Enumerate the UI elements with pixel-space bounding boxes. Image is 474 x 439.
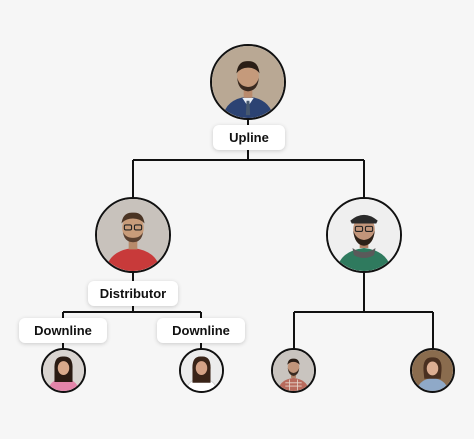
distributor-avatar bbox=[95, 197, 171, 273]
downline-label-left: Downline bbox=[19, 318, 107, 343]
distributor-label: Distributor bbox=[88, 281, 178, 306]
downline-avatar-3 bbox=[271, 348, 316, 393]
downline-label-right: Downline bbox=[157, 318, 245, 343]
upline-label: Upline bbox=[213, 125, 285, 150]
upline-avatar bbox=[210, 44, 286, 120]
downline-avatar-4 bbox=[410, 348, 455, 393]
right-branch-avatar bbox=[326, 197, 402, 273]
downline-avatar-1 bbox=[41, 348, 86, 393]
downline-avatar-2 bbox=[179, 348, 224, 393]
